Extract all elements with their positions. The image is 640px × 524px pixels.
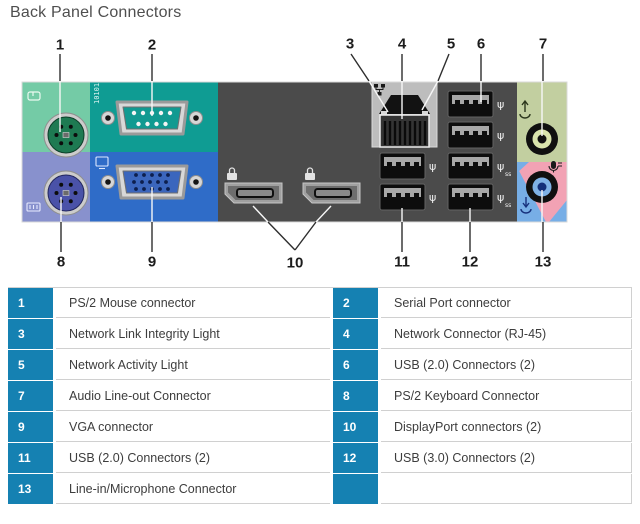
network-activity-light xyxy=(422,111,428,115)
callout-number-cell xyxy=(333,474,378,504)
lock-icon xyxy=(305,167,315,180)
vga-port xyxy=(101,164,203,200)
usb-icon: ψ xyxy=(429,160,436,173)
callout-4: 4 xyxy=(397,35,407,53)
usb3-port xyxy=(447,152,494,180)
callout-10: 10 xyxy=(286,254,304,272)
serial-port-icon: 10101 xyxy=(93,83,101,104)
callout-13: 13 xyxy=(534,253,552,271)
usb2-port xyxy=(379,152,426,180)
callout-8: 8 xyxy=(56,253,66,271)
callout-number-cell: 1 xyxy=(8,288,53,318)
callout-11: 11 xyxy=(394,253,410,271)
callout-number-cell: 3 xyxy=(8,319,53,349)
callout-number-cell: 4 xyxy=(333,319,378,349)
ps2-keyboard-icon xyxy=(26,202,41,212)
page-title: Back Panel Connectors xyxy=(10,4,182,21)
callout-number-cell: 12 xyxy=(333,443,378,473)
connector-label-cell: PS/2 Mouse connector xyxy=(56,288,330,318)
usb-ss-label: ss xyxy=(505,171,511,178)
usb3-port xyxy=(447,183,494,211)
callout-12: 12 xyxy=(461,253,479,271)
usb-ss-icon: ψ xyxy=(497,160,504,173)
callout-7: 7 xyxy=(538,35,548,53)
network-icon xyxy=(374,84,385,96)
vga-monitor-icon xyxy=(95,156,109,170)
connector-label-cell: Serial Port connector xyxy=(381,288,632,318)
callout-2: 2 xyxy=(147,36,157,54)
callout-lines xyxy=(59,53,544,252)
serial-port xyxy=(101,100,203,136)
callout-6: 6 xyxy=(476,35,486,53)
connector-label-cell xyxy=(381,474,632,504)
back-panel-figure: 10101 xyxy=(21,35,568,272)
callout-1: 1 xyxy=(55,36,65,54)
connector-label-cell: Network Activity Light xyxy=(56,350,330,380)
connector-label-cell: PS/2 Keyboard Connector xyxy=(381,381,632,411)
connector-label-cell: Network Link Integrity Light xyxy=(56,319,330,349)
usb-ss-label: ss xyxy=(505,202,511,209)
connector-label-cell: USB (2.0) Connectors (2) xyxy=(56,443,330,473)
usb-ss-icon: ψ xyxy=(497,191,504,204)
connector-label-cell: USB (3.0) Connectors (2) xyxy=(381,443,632,473)
callout-number-cell: 13 xyxy=(8,474,53,504)
callout-number-cell: 9 xyxy=(8,412,53,442)
ps2-mouse-port xyxy=(43,112,89,158)
usb2-port xyxy=(379,183,426,211)
connector-label-cell: VGA connector xyxy=(56,412,330,442)
back-panel-illustration: 10101 xyxy=(21,53,568,252)
displayport-2 xyxy=(302,182,361,204)
callout-number-cell: 5 xyxy=(8,350,53,380)
connector-label-cell: Network Connector (RJ-45) xyxy=(381,319,632,349)
callout-9: 9 xyxy=(147,253,157,271)
ps2-keyboard-port xyxy=(43,170,89,216)
callout-number-cell: 10 xyxy=(333,412,378,442)
callout-5: 5 xyxy=(446,35,456,53)
usb2-port xyxy=(447,90,494,118)
line-out-icon xyxy=(519,99,531,119)
callout-3: 3 xyxy=(345,35,355,53)
usb2-port xyxy=(447,121,494,149)
callout-number-cell: 8 xyxy=(333,381,378,411)
callout-number-cell: 6 xyxy=(333,350,378,380)
connector-label-cell: Line-in/Microphone Connector xyxy=(56,474,330,504)
lock-icon xyxy=(227,167,237,180)
usb-icon: ψ xyxy=(497,98,504,111)
network-link-light xyxy=(381,111,387,115)
panel-edge xyxy=(21,81,568,223)
mic-jack xyxy=(526,171,558,203)
connector-label-cell: Audio Line-out Connector xyxy=(56,381,330,411)
callout-number-cell: 7 xyxy=(8,381,53,411)
connector-label-cell: DisplayPort connectors (2) xyxy=(381,412,632,442)
displayport-1 xyxy=(224,182,283,204)
callout-number-cell: 11 xyxy=(8,443,53,473)
network-port-rj45 xyxy=(371,81,438,148)
connector-label-cell: USB (2.0) Connectors (2) xyxy=(381,350,632,380)
usb-ports xyxy=(379,90,494,211)
usb-icon: ψ xyxy=(497,129,504,142)
ps2-mouse-icon xyxy=(27,91,41,101)
microphone-icon xyxy=(548,161,562,173)
line-out-jack xyxy=(526,123,558,155)
usb-icon: ψ xyxy=(429,191,436,204)
line-in-icon xyxy=(520,197,532,214)
callout-lines-inner xyxy=(59,80,543,223)
callout-number-cell: 2 xyxy=(333,288,378,318)
